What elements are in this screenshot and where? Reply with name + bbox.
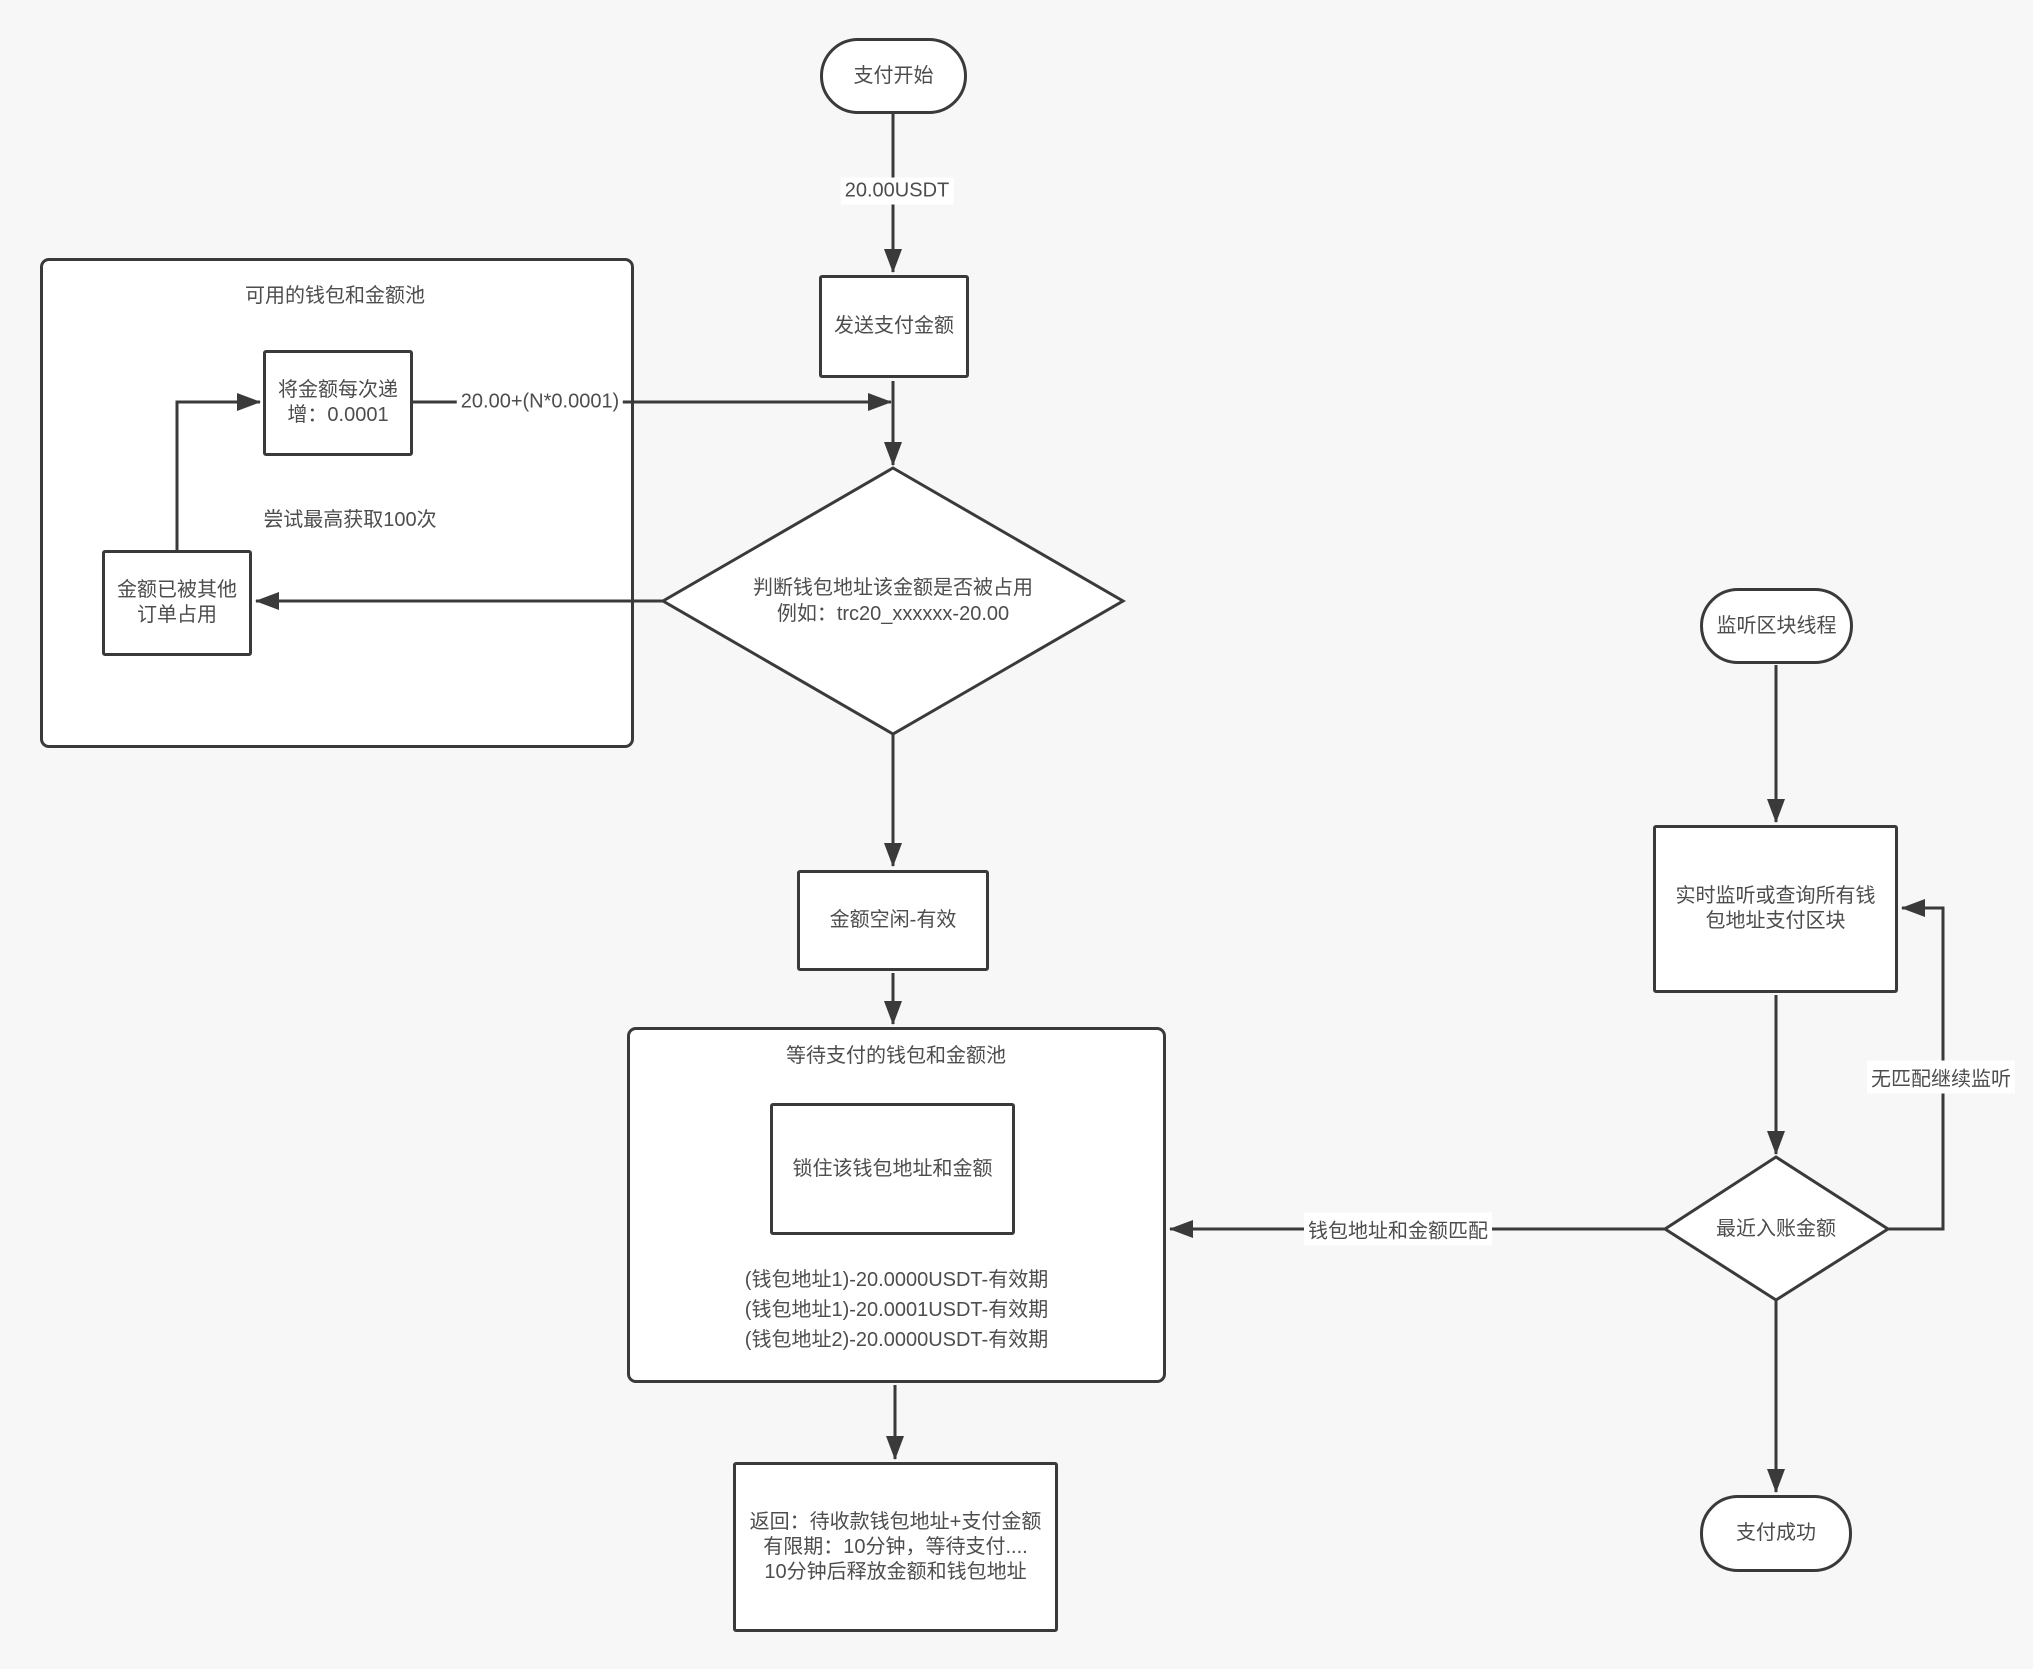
lock-node: 锁住该钱包地址和金额	[770, 1103, 1015, 1235]
recent-amount-diamond-label: 最近入账金额	[1716, 1218, 1836, 1240]
recent-amount-diamond-shape	[1662, 1155, 1891, 1302]
pool-entry: (钱包地址1)-20.0000USDT-有效期	[744, 1269, 1049, 1291]
increment-formula-label: 20.00+(N*0.0001)	[456, 388, 624, 416]
success-node: 支付成功	[1700, 1495, 1852, 1572]
start-label: 支付开始	[853, 64, 934, 87]
listen-thread-node: 监听区块线程	[1700, 588, 1853, 664]
available-pool-title: 可用的钱包和金额池	[245, 284, 425, 307]
available-pool-box	[40, 258, 634, 748]
amount-free-node: 金额空闲-有效	[797, 870, 989, 971]
initial-amount-label: 20.00USDT	[840, 177, 954, 205]
send-amount-label: 发送支付金额	[834, 315, 954, 337]
send-amount-node: 发送支付金额	[819, 275, 969, 378]
retry-note: 尝试最高获取100次	[263, 508, 437, 531]
occupied-node: 金额已被其他 订单占用	[102, 550, 252, 656]
return-node: 返回：待收款钱包地址+支付金额 有限期：10分钟，等待支付.... 10分钟后释…	[733, 1462, 1058, 1632]
pool-entry: (钱包地址2)-20.0000USDT-有效期	[744, 1329, 1049, 1351]
no-match-label: 无匹配继续监听	[1867, 1060, 2015, 1094]
judge-diamond-label: 判断钱包地址该金额是否被占用 例如：trc20_xxxxxx-20.00	[753, 577, 1033, 625]
match-label: 钱包地址和金额匹配	[1304, 1212, 1492, 1246]
pool-entry-list: (钱包地址1)-20.0000USDT-有效期 (钱包地址1)-20.0001U…	[647, 1264, 1146, 1356]
monitor-node: 实时监听或查询所有钱 包地址支付区块	[1653, 825, 1898, 993]
increment-node: 将金额每次递 增：0.0001	[263, 350, 413, 456]
waiting-pool-title: 等待支付的钱包和金额池	[786, 1044, 1006, 1067]
edge-occupied-to-increment	[175, 393, 261, 550]
start-node: 支付开始	[820, 38, 967, 114]
pool-entry: (钱包地址1)-20.0001USDT-有效期	[744, 1299, 1049, 1321]
